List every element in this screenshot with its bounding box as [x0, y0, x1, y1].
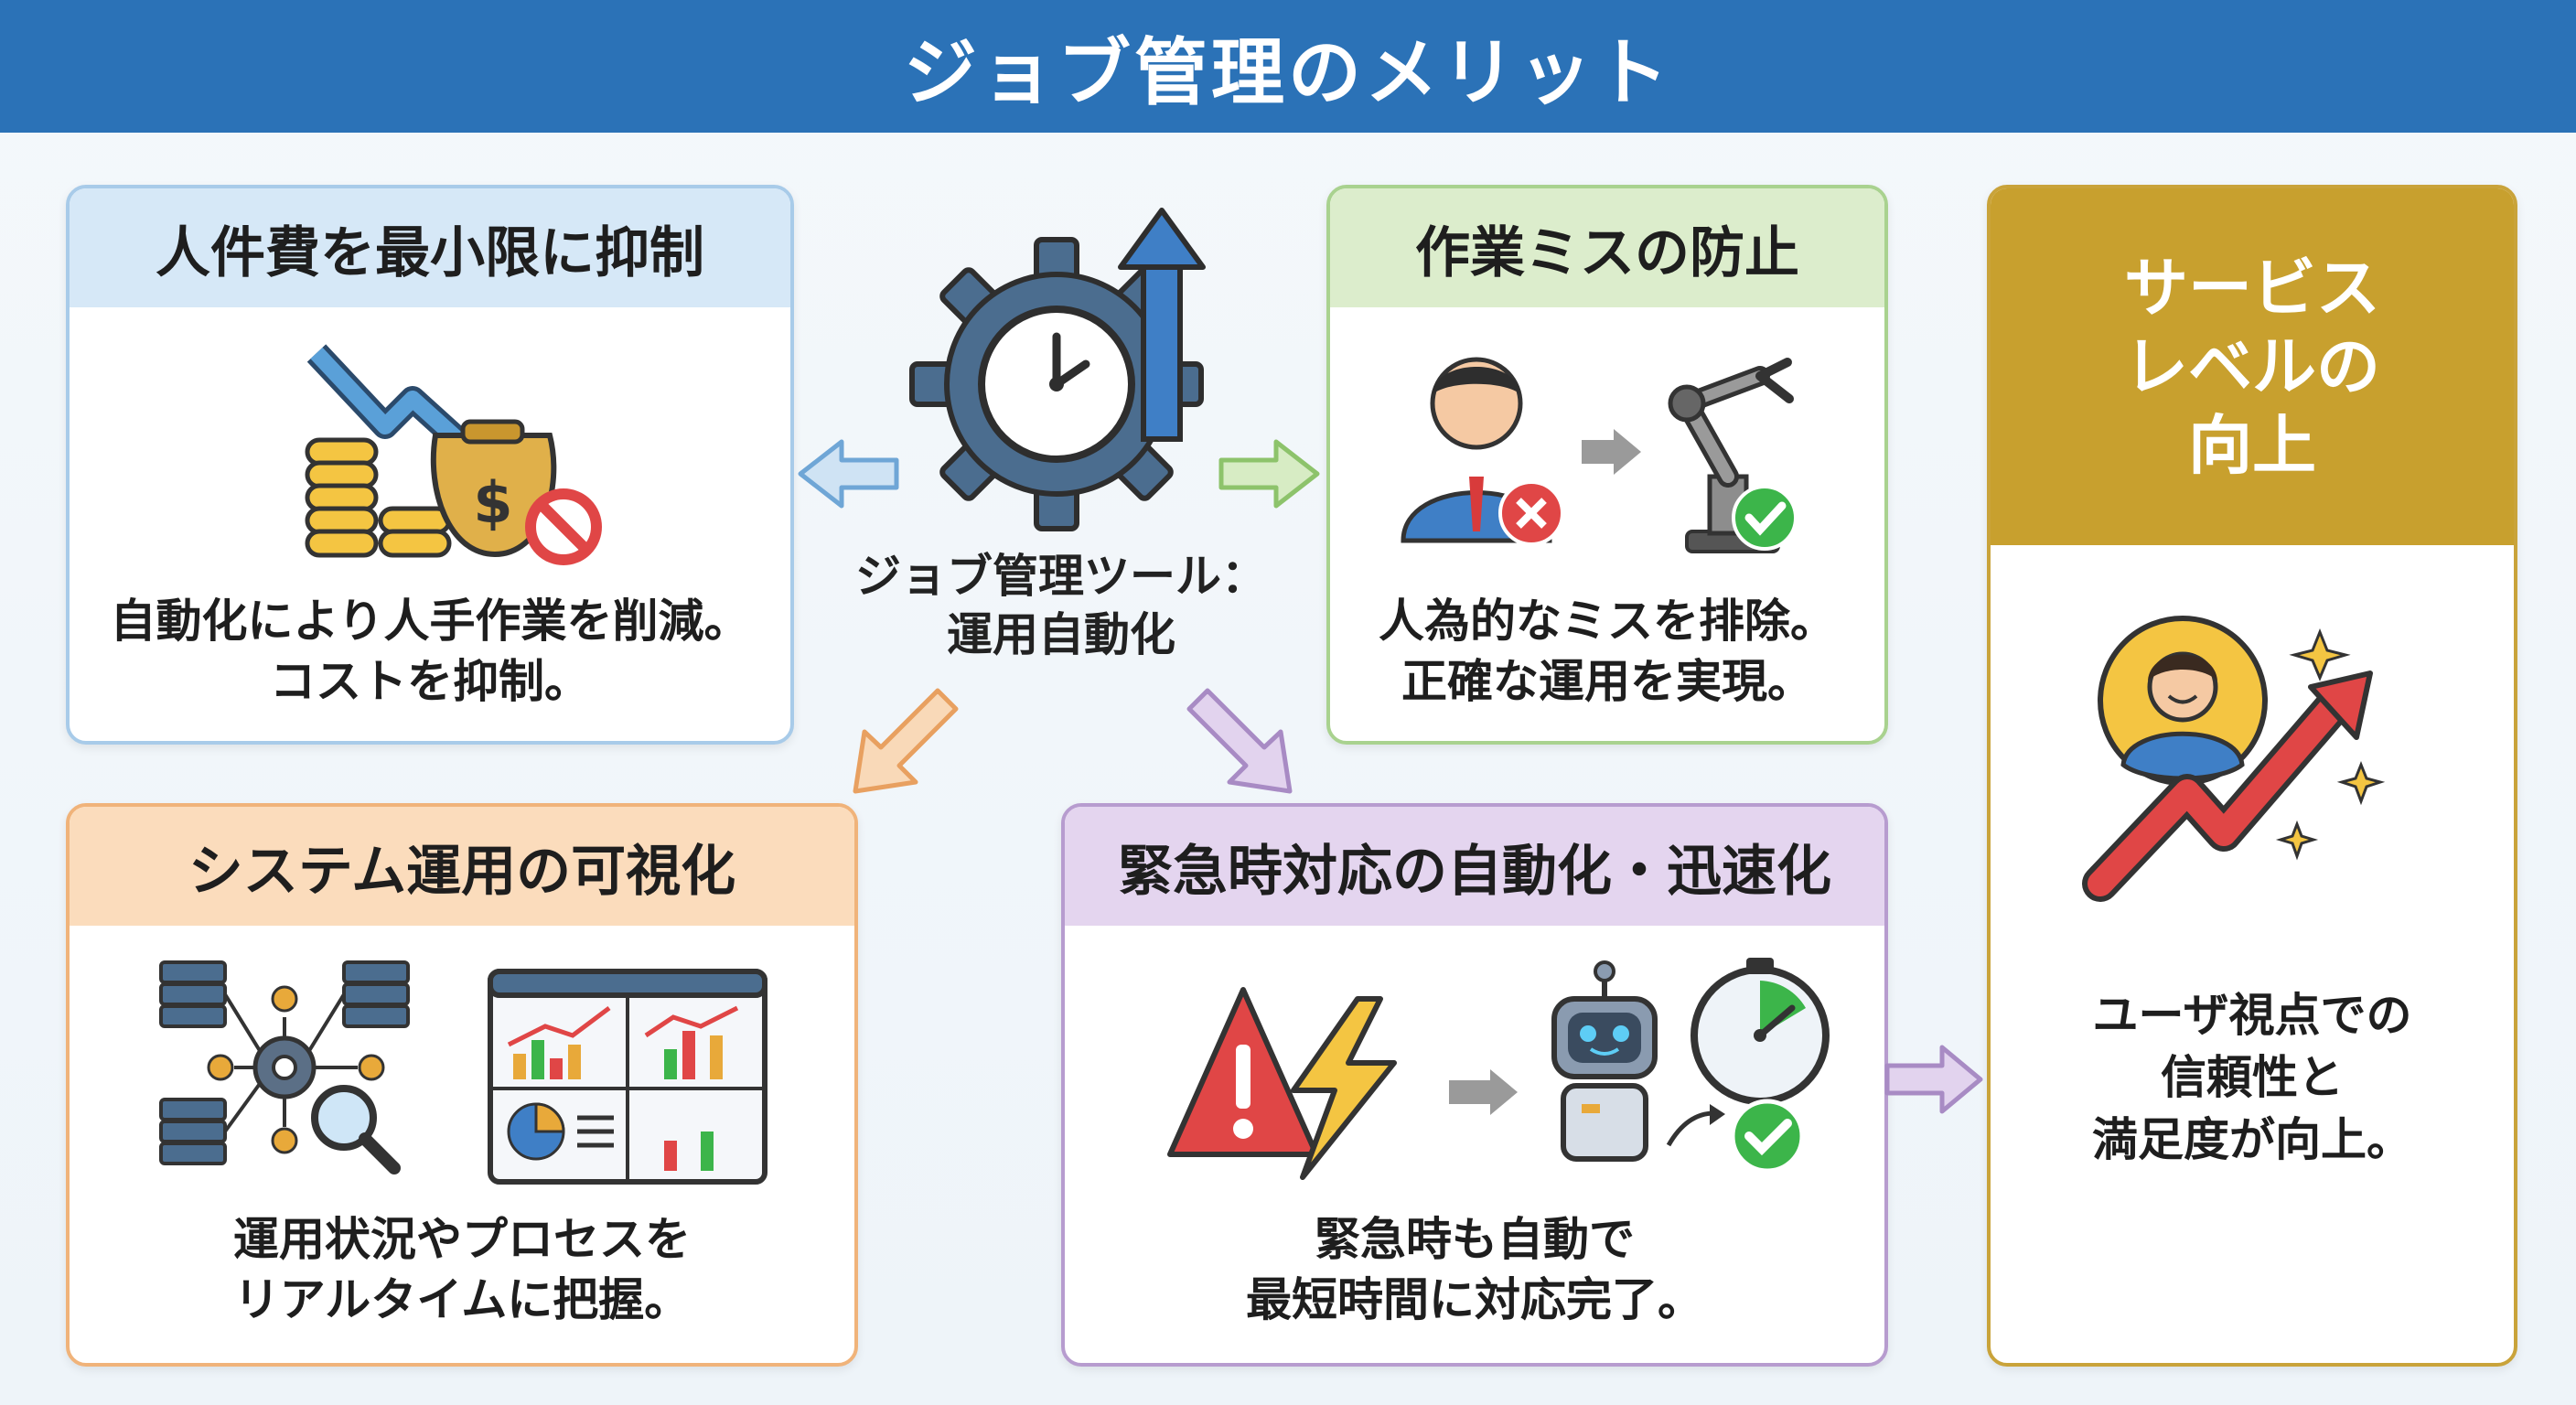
card-visualization: システム運用の可視化 運用状況 [66, 803, 858, 1367]
card-emergency-desc-line1: 緊急時も自動で [1315, 1213, 1635, 1266]
card-service-title-line1: サービス [2124, 251, 2380, 326]
center-label-line1: ジョブ管理ツール： [855, 550, 1267, 603]
card-service-desc-line3: 満足度が向上。 [2092, 1113, 2412, 1166]
card-error-desc-line2: 正確な運用を実現。 [1401, 655, 1813, 708]
page-title: ジョブ管理のメリット [904, 29, 1672, 115]
card-error-desc-line1: 人為的なミスを排除。 [1379, 595, 1836, 648]
coins-money-bag-icon: $ [305, 344, 602, 565]
dashboard-charts-icon [488, 969, 767, 1185]
arrow-left-blue-icon [798, 439, 899, 509]
card-cost-reduction: 人件費を最小限に抑制 $ 自動化により人手作業を削減。 コストを抑制。 [66, 185, 794, 745]
card-service-title-line3: 向上 [2188, 408, 2316, 483]
robot-stopwatch-icon [1551, 958, 1830, 1174]
card-service-title: サービス レベルの 向上 [1991, 188, 2514, 545]
card-service-title-line2: レベルの [2124, 329, 2380, 404]
arrow-right-green-icon [1218, 439, 1320, 509]
user-growth-arrow-icon [2082, 616, 2386, 902]
arrow-right-purple-icon [1884, 1045, 1983, 1114]
card-visual-desc-line1: 運用状況やプロセスを [233, 1213, 691, 1266]
arrow-down-right-purple-icon [1186, 688, 1293, 794]
card-service-desc-line1: ユーザ視点での [2092, 989, 2412, 1042]
card-cost-title: 人件費を最小限に抑制 [70, 188, 790, 307]
arrow-right-icon [1449, 1069, 1518, 1115]
svg-text:$: $ [473, 469, 512, 536]
title-banner: ジョブ管理のメリット [0, 0, 2576, 133]
gear-clock-arrow-icon [909, 208, 1206, 531]
card-error-title: 作業ミスの防止 [1330, 188, 1884, 307]
card-cost-desc-line1: 自動化により人手作業を削減。 [110, 595, 750, 648]
arrow-down-left-orange-icon [853, 688, 959, 794]
card-emergency-desc-line2: 最短時間に対応完了。 [1246, 1273, 1703, 1326]
center-label: ジョブ管理ツール： 運用自動化 [823, 547, 1299, 664]
alert-lightning-icon [1167, 987, 1397, 1180]
card-emergency-response: 緊急時対応の自動化・迅速化 緊急時も自動で 最短時間に対応完了。 [1061, 803, 1888, 1367]
card-visual-desc-line2: リアルタイムに把握。 [233, 1273, 691, 1326]
card-service-desc-line2: 信頼性と [2161, 1051, 2344, 1104]
card-visual-title: システム運用の可視化 [70, 807, 854, 926]
person-to-robot-arm-icon [1401, 357, 1798, 553]
server-network-icon [159, 960, 410, 1174]
center-label-line2: 運用自動化 [947, 608, 1175, 661]
card-emergency-title: 緊急時対応の自動化・迅速化 [1065, 807, 1884, 926]
card-service-level: サービス レベルの 向上 ユーザ視点での 信頼性と 満足度が向上。 [1987, 185, 2517, 1367]
card-cost-desc-line2: コストを抑制。 [270, 655, 590, 708]
card-error-prevention: 作業ミスの防止 人為的なミスを排除。 正確な運用を実現。 [1326, 185, 1888, 745]
